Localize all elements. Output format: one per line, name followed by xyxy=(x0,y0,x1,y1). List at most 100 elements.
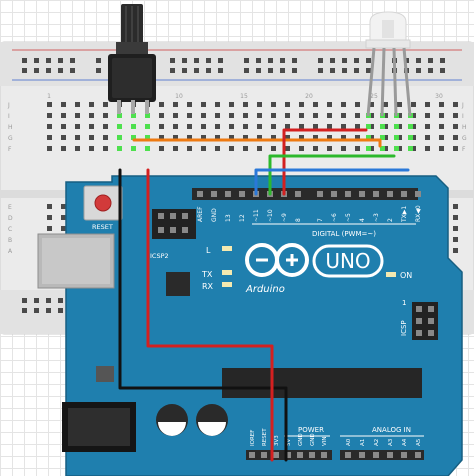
breadboard-hole xyxy=(383,135,388,140)
column-label: 30 xyxy=(435,93,443,100)
breadboard-hole xyxy=(369,113,374,118)
rgb-led[interactable] xyxy=(365,11,412,117)
breadboard-hole xyxy=(285,102,290,107)
led-rim xyxy=(365,39,411,49)
analog-pin-label: A2 xyxy=(374,439,380,446)
led-tx-label: TX xyxy=(201,270,213,279)
breadboard-hole xyxy=(397,124,402,129)
reset-button-cap[interactable] xyxy=(94,194,112,212)
breadboard-hole xyxy=(201,135,206,140)
breadboard-hole xyxy=(411,102,416,107)
breadboard-hole xyxy=(383,146,388,151)
rail-hole xyxy=(218,58,223,63)
breadboard-hole xyxy=(453,102,458,107)
rail-hole xyxy=(22,68,27,73)
power-pin-label: GND xyxy=(310,433,316,446)
breadboard-hole xyxy=(75,135,80,140)
digital-pin xyxy=(197,191,203,197)
rail-hole xyxy=(244,68,249,73)
breadboard-hole xyxy=(327,135,332,140)
led-l-indicator xyxy=(222,246,232,251)
breadboard-hole xyxy=(187,102,192,107)
breadboard-hole xyxy=(159,124,164,129)
power-pin xyxy=(261,452,267,458)
digital-pin xyxy=(225,191,231,197)
breadboard-hole xyxy=(285,135,290,140)
potentiometer[interactable] xyxy=(108,4,156,114)
digital-pin-label: 2 xyxy=(387,218,394,222)
digital-pin-label: TX▶1 xyxy=(401,206,408,223)
breadboard-hole xyxy=(271,124,276,129)
row-label: J xyxy=(7,102,10,109)
breadboard-hole xyxy=(355,146,360,151)
breadboard-hole xyxy=(425,124,430,129)
led-rx-label: RX xyxy=(202,282,214,291)
rail-hole xyxy=(292,58,297,63)
rail-hole xyxy=(330,68,335,73)
breadboard-hole xyxy=(341,146,346,151)
breadboard-hole xyxy=(257,124,262,129)
breadboard-hole xyxy=(397,135,402,140)
breadboard-hole xyxy=(47,204,52,209)
breadboard-hole xyxy=(327,102,332,107)
breadboard-hole xyxy=(61,113,66,118)
row-label: F xyxy=(462,146,466,153)
rail-hole xyxy=(366,58,371,63)
breadboard-hole xyxy=(397,146,402,151)
digital-pin-label: ~5 xyxy=(345,213,352,222)
breadboard-hole xyxy=(215,102,220,107)
breadboard-hole xyxy=(453,135,458,140)
breadboard-hole xyxy=(103,113,108,118)
rail-hole xyxy=(256,68,261,73)
power-pin xyxy=(309,452,315,458)
rail-hole xyxy=(342,68,347,73)
rail-hole xyxy=(46,68,51,73)
digital-pin-label: ~6 xyxy=(331,213,338,222)
breadboard-hole xyxy=(453,113,458,118)
breadboard-hole xyxy=(313,135,318,140)
breadboard-hole xyxy=(61,102,66,107)
wire-ground-black xyxy=(118,168,288,462)
breadboard-hole xyxy=(285,146,290,151)
analog-pin xyxy=(415,452,421,458)
analog-pin xyxy=(359,452,365,458)
breadboard-hole xyxy=(299,102,304,107)
analog-label: ANALOG IN xyxy=(372,426,411,434)
analog-pin xyxy=(387,452,393,458)
column-label: 25 xyxy=(370,93,378,100)
analog-pin-label: A4 xyxy=(402,438,408,446)
breadboard-hole xyxy=(229,124,234,129)
breadboard-hole xyxy=(187,124,192,129)
breadboard-hole xyxy=(173,135,178,140)
breadboard-hole xyxy=(173,124,178,129)
icsp2-label: ICSP2 xyxy=(150,252,169,260)
row-label: B xyxy=(8,237,12,244)
breadboard-hole xyxy=(313,113,318,118)
icsp-pin-number: 1 xyxy=(402,299,406,307)
breadboard-hole xyxy=(173,113,178,118)
power-pin-label: IOREF xyxy=(250,430,256,446)
breadboard-hole xyxy=(341,124,346,129)
power-pin-label: 5V xyxy=(286,439,292,446)
rail-hole xyxy=(440,68,445,73)
rail-hole xyxy=(244,58,249,63)
rail-hole xyxy=(416,68,421,73)
breadboard-hole xyxy=(103,102,108,107)
digital-pin xyxy=(345,191,351,197)
rail-hole xyxy=(428,58,433,63)
digital-pin-label: 4 xyxy=(359,218,366,222)
breadboard-hole xyxy=(215,135,220,140)
led-leg xyxy=(380,47,386,117)
digital-pin xyxy=(331,191,337,197)
power-pin-label: RESET xyxy=(262,428,268,446)
rail-hole xyxy=(34,308,39,313)
breadboard-hole xyxy=(61,146,66,151)
rail-hole xyxy=(182,68,187,73)
breadboard-hole xyxy=(89,102,94,107)
breadboard-hole xyxy=(229,146,234,151)
power-label: POWER xyxy=(298,426,324,434)
rail-hole xyxy=(34,68,39,73)
